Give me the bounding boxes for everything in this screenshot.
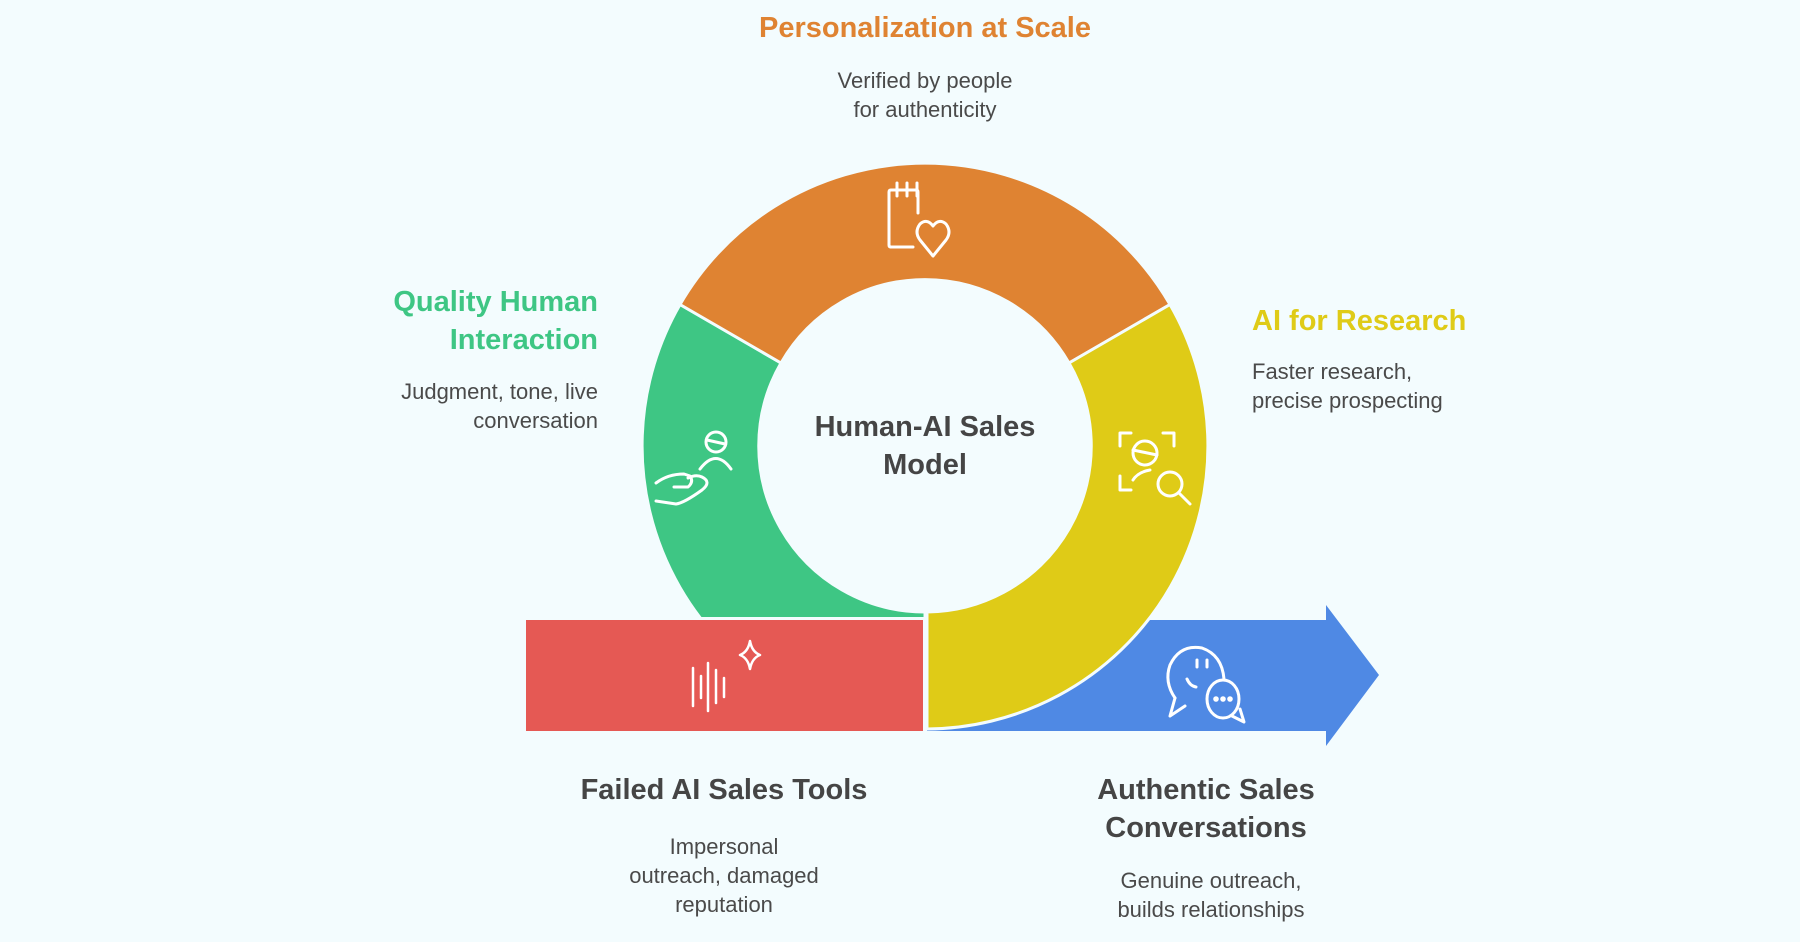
description-line: precise prospecting (1252, 388, 1443, 413)
description-line: for authenticity (853, 97, 997, 122)
personalization-description: Verified by people for authenticity (720, 66, 1130, 124)
authentic-conversations-description: Genuine outreach, builds relationships (1056, 866, 1366, 924)
title-line: Conversations (1105, 812, 1307, 844)
segment-quality-human-interaction (640, 302, 927, 617)
description-line: Judgment, tone, live (401, 379, 598, 404)
human-interaction-description: Judgment, tone, live conversation (200, 377, 598, 435)
segment-ai-for-research (925, 302, 1210, 731)
description-line: Genuine outreach, (1120, 868, 1302, 893)
block-failed-ai-sales-tools (526, 620, 923, 731)
description-line: Faster research, (1252, 359, 1413, 384)
description-line: outreach, damaged (629, 863, 819, 888)
title-line: Quality Human (393, 286, 598, 318)
segment-personalization-at-scale (677, 161, 1173, 366)
center-title-text: Human-AI Sales Model (814, 411, 1036, 481)
personalization-title: Personalization at Scale (758, 12, 1091, 44)
hand-with-person-icon (654, 430, 733, 506)
description-line: Verified by people (837, 68, 1013, 93)
center-title: Human-AI Sales Model (775, 408, 1075, 484)
title-line: Authentic Sales (1097, 774, 1315, 806)
chat-bubbles-icon (1166, 645, 1246, 724)
calendar-heart-icon (887, 181, 951, 258)
face-scan-search-icon (1118, 431, 1192, 506)
authentic-conversations-title: Authentic Sales Conversations (1006, 771, 1406, 847)
title-line: Interaction (449, 324, 598, 356)
human-interaction-title: Quality Human Interaction (200, 283, 598, 359)
failed-tools-title: Failed AI Sales Tools (580, 774, 868, 806)
sound-wave-sparkle-icon (691, 639, 762, 713)
description-line: Impersonal (669, 834, 779, 859)
description-line: conversation (473, 408, 598, 433)
ai-research-description: Faster research, precise prospecting (1252, 357, 1652, 415)
ai-research-title: AI for Research (1252, 305, 1467, 337)
description-line: reputation (675, 892, 773, 917)
failed-tools-description: Impersonal outreach, damaged reputation (574, 832, 874, 919)
description-line: builds relationships (1117, 897, 1305, 922)
